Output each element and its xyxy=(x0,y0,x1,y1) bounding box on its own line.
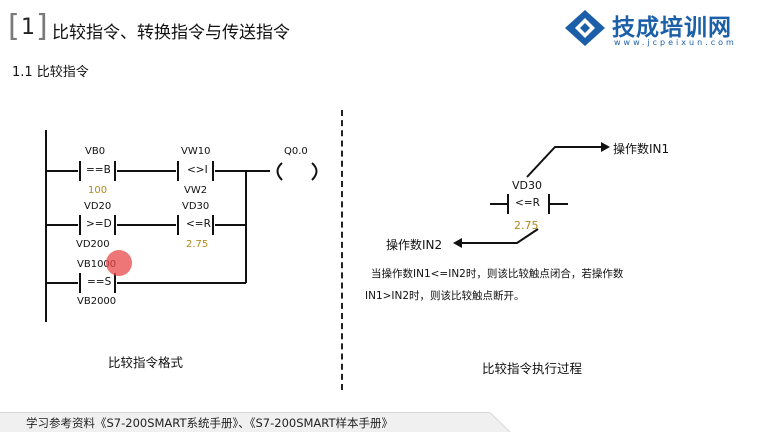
rung2-contact2-bottom: 2.75 xyxy=(186,239,209,250)
rung2-contact1-bottom: VD200 xyxy=(76,239,110,250)
rung2-contact1-top: VD20 xyxy=(84,201,112,212)
cursor-highlight xyxy=(106,250,132,276)
description-line1: 当操作数IN1<=IN2时，则该比较触点闭合，若操作数 xyxy=(371,268,624,280)
rung1-contact1-top: VB0 xyxy=(85,146,106,157)
rung3-contact1-bottom: VB2000 xyxy=(77,296,117,307)
footer-reference: 学习参考资料《S7-200SMART系统手册》、《S7-200SMART样本手册… xyxy=(26,416,393,430)
section-subtitle: 1.1 比较指令 xyxy=(12,65,89,80)
bracket-right: ] xyxy=(36,9,48,44)
bracket-left: [ xyxy=(8,9,20,44)
rung1-contact1-op: ==B xyxy=(86,164,111,176)
page-title: 比较指令、转换指令与传送指令 xyxy=(52,23,290,43)
footer-bar xyxy=(0,412,511,432)
example-caption: 比较指令执行过程 xyxy=(482,361,583,376)
example-op: <=R xyxy=(515,197,540,209)
rung1-contact2-bottom: VW2 xyxy=(184,185,208,196)
rung3-contact1-top: VB1000 xyxy=(77,259,117,270)
description-line2: IN1>IN2时，则该比较触点断开。 xyxy=(365,290,525,302)
ladder-caption: 比较指令格式 xyxy=(108,355,184,370)
rung2-contact2-op: <=R xyxy=(186,218,211,230)
rung1-contact2-op: <>I xyxy=(187,164,208,176)
rung3-contact1-op: ==S xyxy=(87,276,112,288)
in2-label: 操作数IN2 xyxy=(386,238,443,252)
in1-label: 操作数IN1 xyxy=(613,142,670,156)
rung1-contact1-bottom: 100 xyxy=(88,185,108,196)
rung2-contact1-op: >=D xyxy=(86,218,112,230)
example-bottom: 2.75 xyxy=(514,219,539,232)
example-top: VD30 xyxy=(512,179,542,192)
diamond-logo-icon xyxy=(563,8,607,48)
panel-divider xyxy=(341,110,343,390)
section-number: 1 xyxy=(21,15,35,40)
logo-url: www.jcpeixun.com xyxy=(614,38,737,47)
rung2-contact2-top: VD30 xyxy=(182,201,210,212)
rung1-contact2-top: VW10 xyxy=(181,146,211,157)
coil-label: Q0.0 xyxy=(284,146,308,157)
logo-name: 技成培训网 xyxy=(612,15,732,41)
